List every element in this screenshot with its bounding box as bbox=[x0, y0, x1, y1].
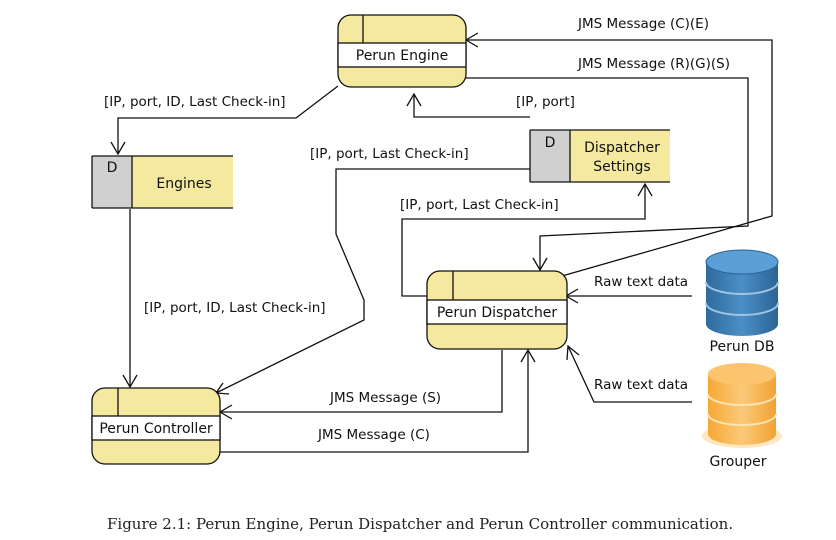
grouper-label: Grouper bbox=[710, 454, 767, 470]
edge-grouper-raw bbox=[566, 344, 692, 403]
process-perun-controller: Perun Controller bbox=[91, 387, 221, 465]
edge-jms-rgs bbox=[466, 77, 749, 272]
perun-controller-label: Perun Controller bbox=[99, 421, 213, 437]
edge-jms-c bbox=[220, 348, 536, 453]
perun-engine-label: Perun Engine bbox=[356, 48, 449, 64]
edge-store-to-controller bbox=[122, 209, 138, 389]
edge-label-jms-rgs: JMS Message (R)(G)(S) bbox=[577, 56, 730, 72]
store-engines: D Engines bbox=[91, 155, 233, 209]
edge-jms-s bbox=[218, 350, 503, 420]
edge-label-jms-ce: JMS Message (C)(E) bbox=[577, 16, 709, 32]
engines-store-id: D bbox=[107, 160, 118, 176]
edge-label-engine-to-store: [IP, port, ID, Last Check-in] bbox=[104, 94, 286, 110]
process-perun-dispatcher: Perun Dispatcher bbox=[426, 270, 568, 350]
edge-label-db-raw: Raw text data bbox=[594, 274, 688, 290]
edge-engine-to-store bbox=[110, 85, 339, 156]
edge-dispatcher-to-settings bbox=[401, 182, 653, 297]
edge-label-grouper-raw: Raw text data bbox=[594, 377, 688, 393]
figure-caption: Figure 2.1: Perun Engine, Perun Dispatch… bbox=[107, 515, 733, 533]
database-perun-db-icon: Perun DB bbox=[705, 249, 779, 355]
engines-store-label: Engines bbox=[156, 176, 211, 192]
edge-label-jms-s: JMS Message (S) bbox=[329, 390, 441, 406]
edge-db-raw bbox=[564, 288, 692, 304]
store-dispatcher-settings: D Dispatcher Settings bbox=[529, 129, 670, 183]
dispatcher-settings-label-1: Dispatcher bbox=[584, 140, 660, 156]
edge-label-store-to-controller: [IP, port, ID, Last Check-in] bbox=[144, 300, 326, 316]
dispatcher-settings-label-2: Settings bbox=[593, 159, 650, 175]
database-grouper-icon: Grouper bbox=[702, 363, 782, 470]
edge-label-jms-c: JMS Message (C) bbox=[317, 427, 430, 443]
dispatcher-settings-id: D bbox=[545, 135, 556, 151]
perun-dispatcher-label: Perun Dispatcher bbox=[437, 305, 558, 321]
edge-label-dispatcher-to-settings: [IP, port, Last Check-in] bbox=[400, 197, 559, 213]
edge-label-settings-to-engine: [IP, port] bbox=[516, 94, 575, 110]
process-perun-engine: Perun Engine bbox=[337, 14, 467, 88]
perun-db-label: Perun DB bbox=[710, 339, 775, 355]
edge-label-settings-to-controller: [IP, port, Last Check-in] bbox=[310, 146, 469, 162]
edge-settings-to-engine bbox=[406, 92, 530, 118]
